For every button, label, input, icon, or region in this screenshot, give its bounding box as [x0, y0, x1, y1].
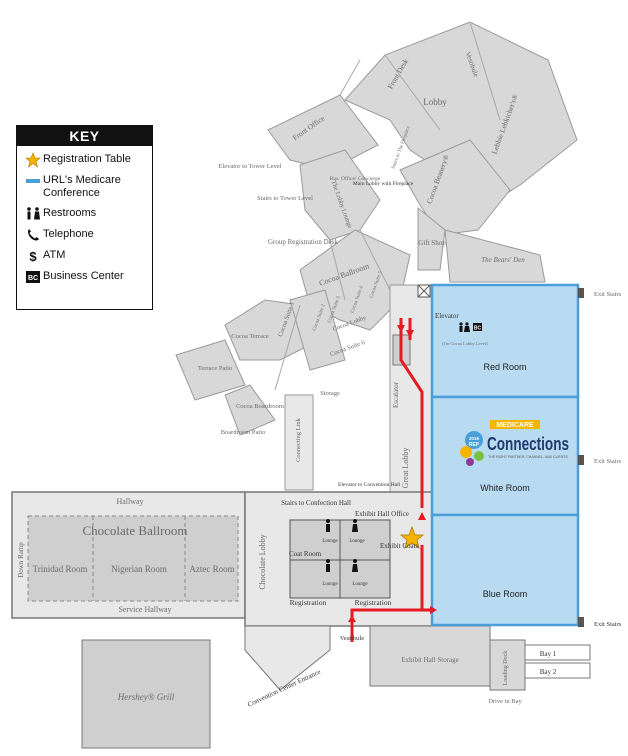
map-key: KEY Registration Table URL's Medicare Co… [16, 125, 153, 310]
label-exit-stairs-2: Exit Stairs [594, 458, 622, 465]
telephone-icon [23, 228, 43, 242]
key-label-conference: URL's Medicare Conference [43, 174, 121, 199]
label-gift-shop: Gift Shop [418, 239, 446, 247]
star-icon [23, 152, 43, 168]
label-vestibule: Vestibule [340, 635, 364, 642]
label-elevator: Elevator [435, 312, 459, 320]
label-coat-room: Coat Room [289, 550, 322, 558]
logo-top: MEDICARE [496, 422, 534, 429]
medicare-connections-logo: 2015 REP MEDICARE Connections THE RIGHT … [460, 420, 569, 466]
label-drive-in-bay: Drive in Bay [488, 698, 522, 705]
label-lounge-1: Lounge [322, 539, 338, 544]
label-stairs-tower: Stairs to Tower Level [257, 195, 313, 202]
elevator-amenities: BC [459, 322, 482, 332]
label-escalator: Escalator [392, 381, 400, 408]
label-terrace-patio: Terrace Patio [198, 365, 232, 372]
label-cocoa-boardroom: Cocoa Boardroom [236, 403, 284, 410]
label-registration-2: Registration [355, 598, 392, 607]
lower-building [11, 491, 591, 749]
key-title: KEY [17, 126, 152, 146]
label-exhibit-hall-storage: Exhibit Hall Storage [401, 656, 459, 664]
label-red-room: Red Room [483, 362, 526, 372]
logo-acronym: REP [469, 442, 480, 448]
label-lounge-4: Lounge [352, 582, 368, 587]
label-lounge-2: Lounge [349, 539, 365, 544]
logo-year: 2015 [469, 436, 480, 441]
label-bay-2: Bay 2 [540, 668, 557, 676]
key-label-business-center: Business Center [43, 270, 124, 282]
label-service-hallway: Service Hallway [118, 605, 171, 614]
logo-main: Connections [487, 434, 569, 454]
key-item-atm: $ ATM [17, 249, 152, 263]
label-group-registration: Group Registration Desk [268, 238, 338, 246]
label-exit-stairs-3: Exit Stairs [594, 621, 622, 628]
label-stairs-confection: Stairs to Confection Hall [281, 499, 351, 507]
label-white-room: White Room [480, 483, 530, 493]
exit-stairs-markers [578, 288, 584, 627]
label-main-lobby: Main Lobby with Fireplace [353, 181, 414, 187]
label-bears-den: The Bears' Den [481, 256, 525, 264]
label-boardroom-patio: Boardroom Patio [221, 429, 266, 436]
label-chocolate-ballroom: Chocolate Ballroom [82, 523, 187, 538]
label-exit-stairs-1: Exit Stairs [594, 291, 622, 298]
key-label-telephone: Telephone [43, 228, 94, 240]
logo-tagline: THE RIGHT PARTNER. CHANNEL. AND CLIENTS [488, 455, 568, 459]
atm-icon: $ [23, 249, 43, 263]
label-bay-1: Bay 1 [540, 650, 557, 658]
label-lobby: Lobby [423, 97, 447, 107]
key-item-registration: Registration Table [17, 152, 152, 168]
key-label-atm: ATM [43, 249, 66, 261]
conference-rooms [430, 283, 580, 627]
route-arrows [348, 325, 437, 622]
label-elevator-tower: Elevator to Tower Level [218, 163, 281, 170]
blue-line-icon [23, 174, 43, 188]
key-label-registration: Registration Table [43, 153, 131, 165]
label-great-lobby: Great Lobby [401, 448, 410, 489]
label-hallway: Hallway [116, 497, 143, 506]
key-item-business-center: BC Business Center [17, 270, 152, 284]
label-elevator-convention: Elevator to Convention Hall [338, 482, 401, 488]
key-item-restrooms: Restrooms [17, 207, 152, 221]
label-blue-room: Blue Room [483, 589, 528, 599]
label-cocoa-terrace: Cocoa Terrace [231, 333, 269, 340]
connecting-link [284, 394, 314, 491]
label-registration-1: Registration [290, 598, 327, 607]
registration-star-icon [399, 525, 425, 549]
key-item-conference: URL's Medicare Conference [17, 174, 152, 200]
label-chocolate-lobby: Chocolate Lobby [258, 534, 267, 589]
label-loading-dock: Loading Dock [503, 651, 509, 686]
label-hershey-grill: Hershey® Grill [117, 692, 175, 702]
white-room[interactable] [430, 395, 580, 517]
label-exhibit-coats: Exhibit Coats [380, 542, 419, 550]
label-bus-office: Bus. Office/ Concierge [330, 175, 381, 182]
label-nigerian-room: Nigerian Room [111, 564, 167, 574]
hotel-wing [175, 21, 578, 436]
label-aztec-room: Aztec Room [189, 564, 234, 574]
blue-room[interactable] [430, 513, 580, 627]
svg-text:$: $ [29, 249, 37, 263]
label-storage: Storage [320, 390, 340, 397]
label-elevator-note: (On Cocoa Lobby Level) [442, 341, 488, 346]
label-exhibit-hall-office: Exhibit Hall Office [355, 510, 409, 518]
label-lounge-3: Lounge [322, 582, 338, 587]
label-down-ramp: Down Ramp [17, 542, 25, 578]
key-item-telephone: Telephone [17, 228, 152, 242]
key-label-restrooms: Restrooms [43, 207, 97, 219]
restroom-icons [326, 519, 358, 572]
svg-text:BC: BC [474, 326, 482, 332]
business-center-icon: BC [23, 270, 43, 284]
svg-text:BC: BC [28, 275, 38, 282]
restroom-icon [23, 207, 43, 221]
label-connecting-link: Connecting Link [295, 417, 302, 462]
label-trinidad-room: Trinidad Room [33, 564, 88, 574]
